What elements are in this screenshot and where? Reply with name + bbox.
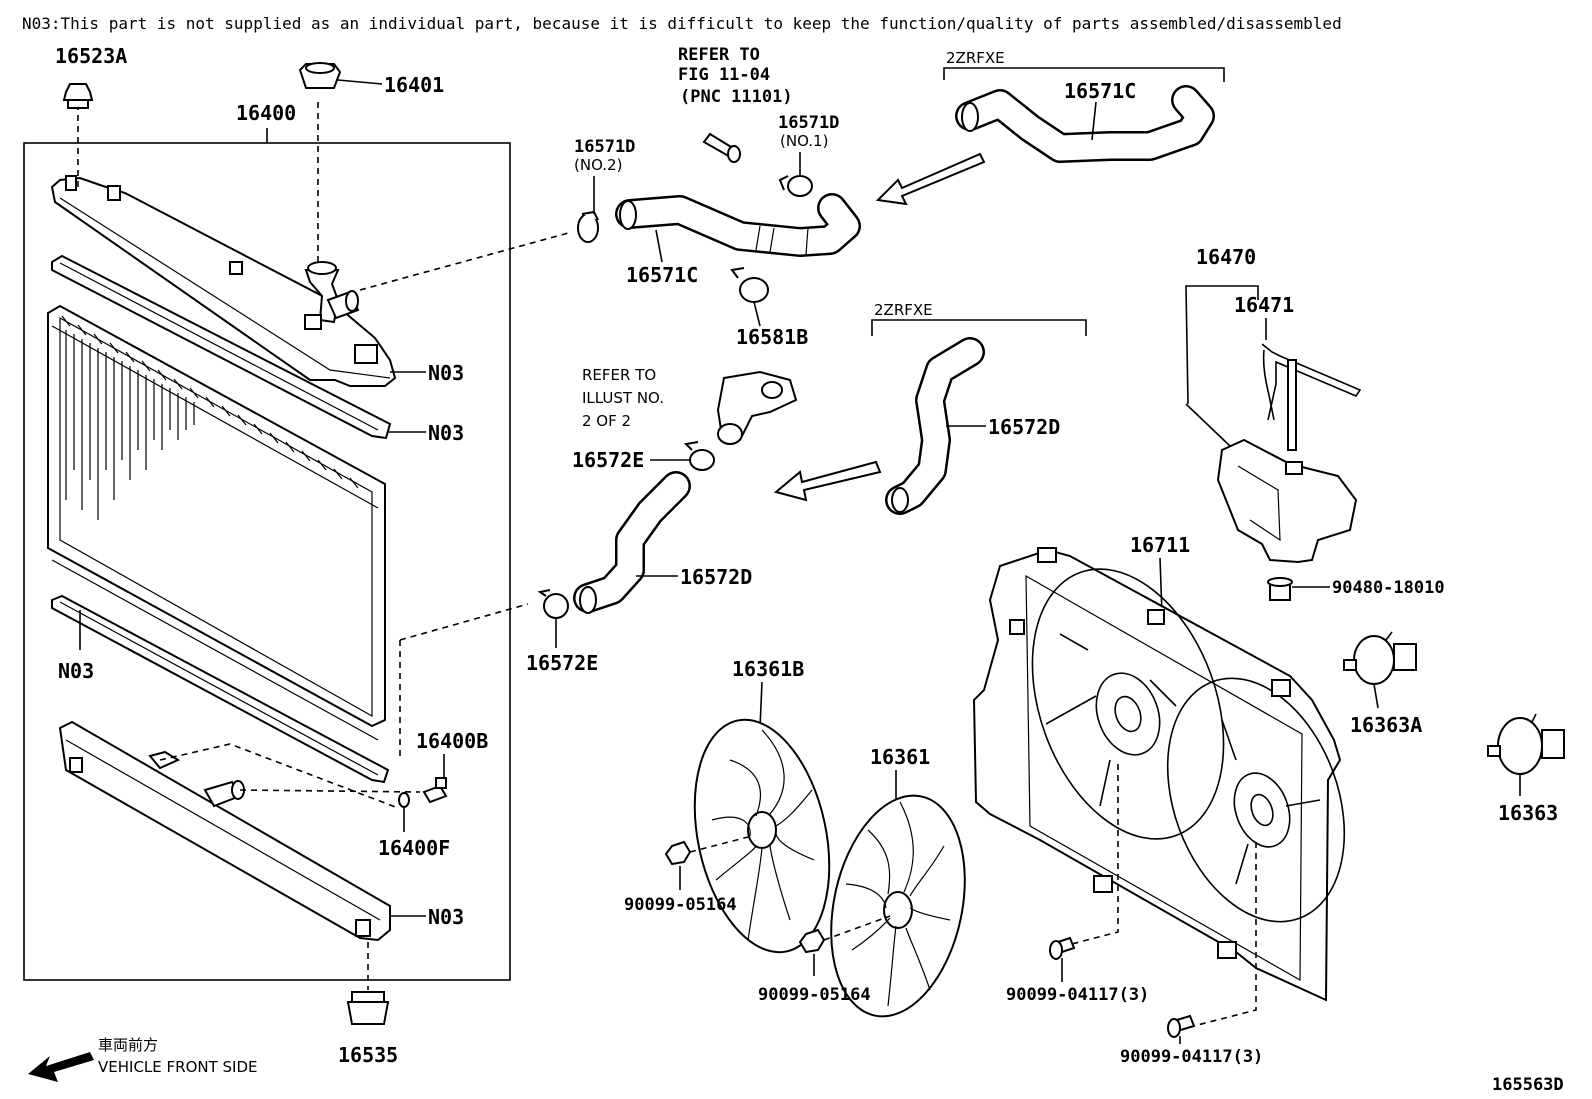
drain-cock-drawing	[398, 777, 448, 808]
clamp-16572e-bottom-drawing	[537, 589, 569, 619]
water-outlet-drawing	[716, 370, 798, 445]
vehicle-front-arrow-icon	[28, 1052, 94, 1082]
diagram-id: 165563D	[1492, 1075, 1564, 1095]
ref-illust-line3[interactable]: 2 OF 2	[582, 412, 631, 430]
label-n03-upper-tank[interactable]: N03	[428, 361, 464, 385]
label-16571d-no1[interactable]: 16571D	[778, 113, 839, 133]
fan-motor-16363-drawing	[1487, 713, 1565, 775]
fan-motor-16363a-drawing	[1343, 631, 1417, 685]
label-n03-lower-tank[interactable]: N03	[428, 905, 464, 929]
label-90480-18010[interactable]: 90480-18010	[1332, 578, 1445, 598]
engine-bracket-top	[943, 67, 1225, 82]
label-90099-05164-a[interactable]: 90099-05164	[624, 895, 737, 915]
label-16572e-bottom[interactable]: 16572E	[526, 651, 598, 675]
label-16361b[interactable]: 16361B	[732, 657, 804, 681]
label-16572d[interactable]: 16572D	[680, 565, 752, 589]
label-n03-upper-gasket[interactable]: N03	[428, 421, 464, 445]
clamp-16581b-drawing	[730, 267, 769, 303]
label-16400[interactable]: 16400	[236, 101, 296, 125]
label-16361[interactable]: 16361	[870, 745, 930, 769]
n03-note: N03:This part is not supplied as an indi…	[22, 14, 1342, 33]
arrow-lower-hose	[773, 460, 882, 502]
engine-label-top: 2ZRFXE	[946, 49, 1005, 67]
ref-illust-line2: ILLUST NO.	[582, 389, 664, 407]
label-90099-04117-a[interactable]: 90099-04117(3)	[1006, 985, 1149, 1005]
ref-fig-line2: FIG 11-04	[678, 65, 770, 85]
engine-bracket-middle	[871, 319, 1087, 336]
reservoir-tank-drawing	[1185, 403, 1358, 564]
label-90099-04117-b[interactable]: 90099-04117(3)	[1120, 1047, 1263, 1067]
plug-16523a-drawing	[62, 83, 94, 109]
radiator-core-drawing	[47, 304, 386, 741]
label-16571d-no1-sub: (NO.1)	[780, 132, 828, 150]
label-16571c-alt[interactable]: 16571C	[1064, 79, 1136, 103]
alt-upper-hose-drawing	[955, 85, 1215, 163]
ref-hose-drawing	[702, 132, 741, 163]
ref-illust-line1: REFER TO	[582, 366, 656, 384]
clamp-16571d-no2-drawing	[577, 210, 599, 243]
front-label-japanese: 車両前方	[98, 1036, 158, 1054]
ref-fig-line3[interactable]: (PNC 11101)	[680, 87, 793, 107]
upper-tank-drawing	[50, 175, 397, 387]
arrow-upper-hose	[875, 152, 986, 206]
label-90099-05164-b[interactable]: 90099-05164	[758, 985, 871, 1005]
label-16470[interactable]: 16470	[1196, 245, 1256, 269]
label-16471[interactable]: 16471	[1234, 293, 1294, 317]
reservoir-cap-drawing	[1261, 343, 1362, 451]
label-16535[interactable]: 16535	[338, 1043, 398, 1067]
label-16571d-no2-sub: (NO.2)	[574, 156, 622, 174]
label-16571d-no2[interactable]: 16571D	[574, 137, 635, 157]
lower-hose-drawing	[573, 471, 691, 614]
label-16572d-alt[interactable]: 16572D	[988, 415, 1060, 439]
fan-16361-drawing	[830, 794, 966, 1018]
clamp-16572e-top-drawing	[683, 441, 715, 471]
label-16401[interactable]: 16401	[384, 73, 444, 97]
fan-shroud-drawing	[972, 547, 1346, 1002]
clamp-16571d-no1-drawing	[778, 175, 813, 197]
label-n03-lower-gasket[interactable]: N03	[58, 659, 94, 683]
label-16363[interactable]: 16363	[1498, 801, 1558, 825]
reservoir-plug-drawing	[1267, 577, 1293, 601]
bolt-04117-a-drawing	[1049, 936, 1076, 960]
plug-16535-drawing	[346, 991, 390, 1025]
engine-label-middle: 2ZRFXE	[874, 301, 933, 319]
radiator-cap-drawing	[298, 62, 383, 89]
fan-16361b-drawing	[693, 718, 831, 954]
nut-05164-b-drawing	[798, 928, 826, 954]
nut-05164-a-drawing	[664, 840, 692, 866]
front-label-english: VEHICLE FRONT SIDE	[98, 1058, 258, 1076]
alt-lower-hose-drawing	[885, 337, 985, 515]
label-16572e-top[interactable]: 16572E	[572, 448, 644, 472]
bolt-04117-b-drawing	[1167, 1014, 1196, 1038]
label-16400f[interactable]: 16400F	[378, 836, 450, 860]
label-16711[interactable]: 16711	[1130, 533, 1190, 557]
radiator-assembly-group	[23, 100, 573, 990]
label-16363a[interactable]: 16363A	[1350, 713, 1422, 737]
upper-hose-drawing	[615, 193, 861, 257]
label-16523a[interactable]: 16523A	[55, 44, 127, 68]
label-16581b[interactable]: 16581B	[736, 325, 808, 349]
label-16400b[interactable]: 16400B	[416, 729, 488, 753]
lower-tank-drawing	[58, 720, 391, 942]
ref-fig-line1: REFER TO	[678, 45, 760, 65]
label-16571c[interactable]: 16571C	[626, 263, 698, 287]
